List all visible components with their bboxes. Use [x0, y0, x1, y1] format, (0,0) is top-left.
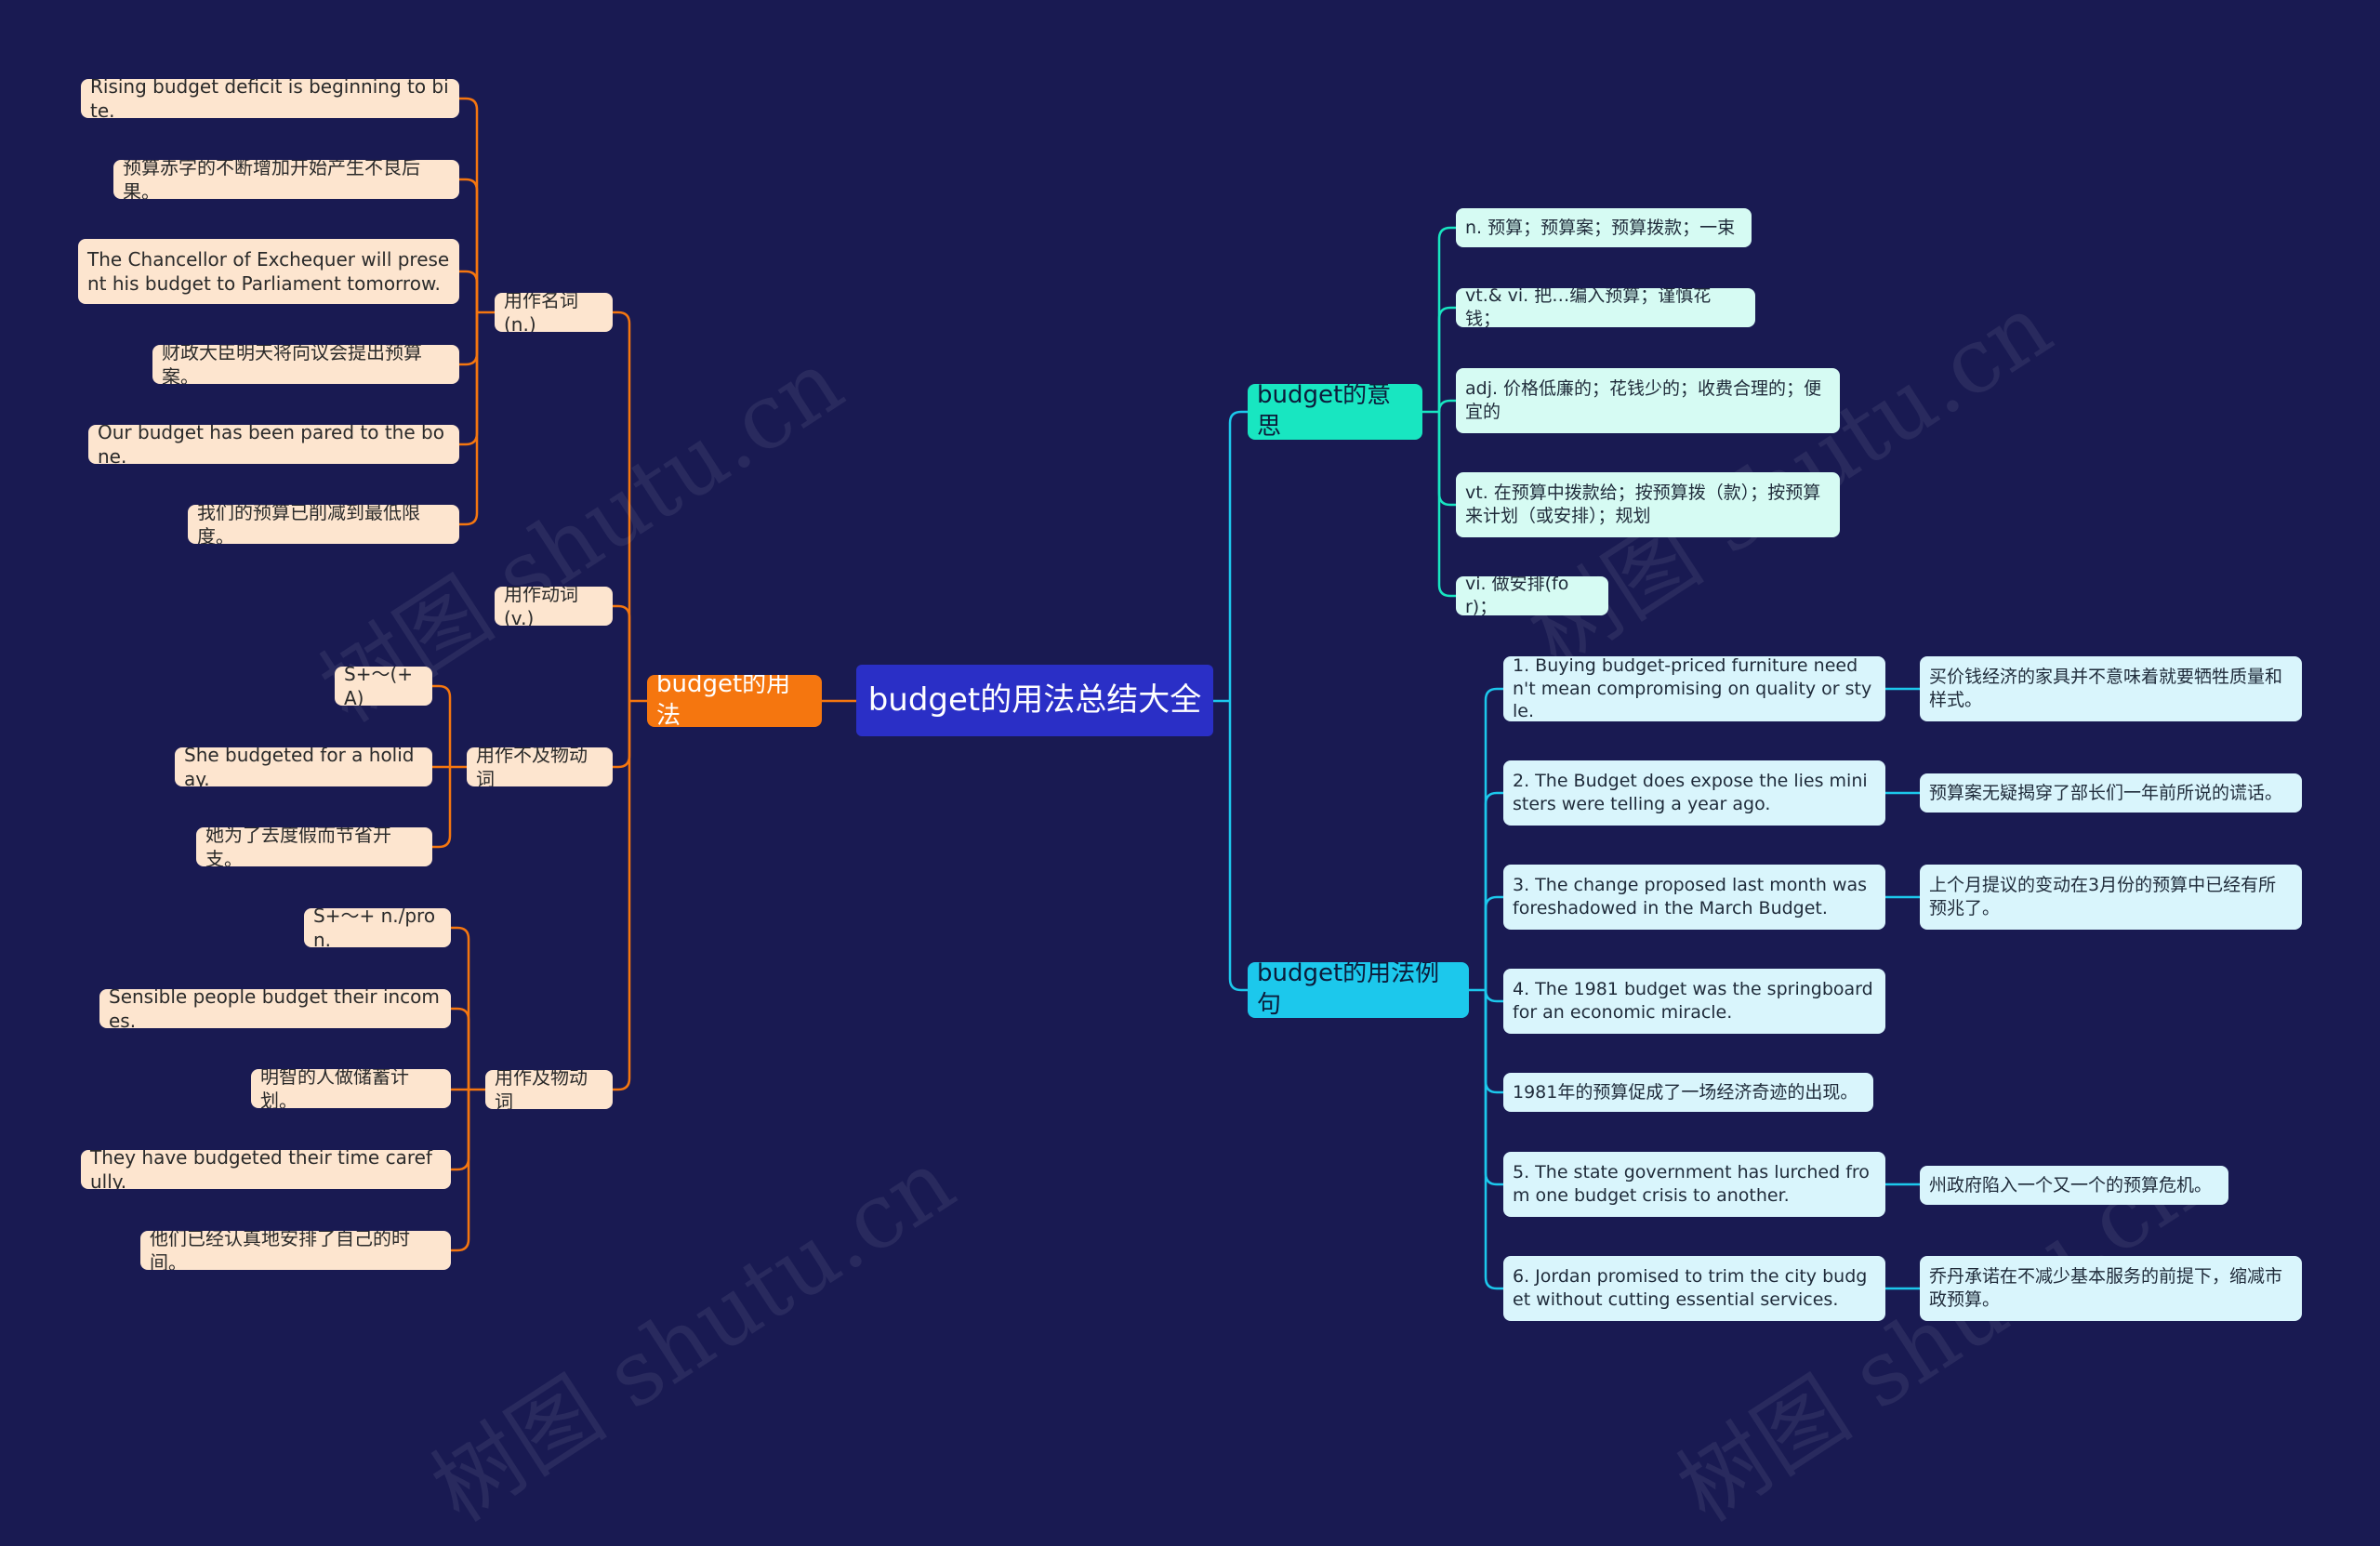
usage-transitive-item: They have budgeted their time carefully.: [81, 1150, 451, 1189]
link-usage-categories: [613, 311, 631, 701]
link-meaning-leaves: [1437, 412, 1456, 507]
meaning-item: vt.& vi. 把…编入预算；谨慎花钱；: [1456, 288, 1755, 327]
link-intransitive-leaves: [432, 684, 452, 767]
example-sentence: 3. The change proposed last month was fo…: [1503, 865, 1885, 930]
link-meaning-leaves: [1437, 306, 1456, 412]
link-meaning-leaves: [1437, 412, 1456, 598]
example-translation: 上个月提议的变动在3月份的预算中已经有所预兆了。: [1920, 865, 2302, 930]
link-example-sentences: [1484, 990, 1503, 1186]
link-meaning-leaves: [1437, 226, 1456, 412]
example-translation: 州政府陷入一个又一个的预算危机。: [1920, 1166, 2228, 1205]
link-root-right: [1228, 701, 1248, 992]
link-noun-leaves: [459, 312, 479, 526]
usage-transitive-item: S+～+ n./pron.: [304, 908, 451, 947]
branch-examples[interactable]: budget的用法例句: [1248, 962, 1469, 1018]
usage-intransitive-item: S+～(+A): [335, 667, 432, 706]
link-noun-leaves: [459, 312, 479, 366]
link-noun-leaves: [459, 178, 479, 312]
example-sentence: 6. Jordan promised to trim the city budg…: [1503, 1256, 1885, 1321]
category-intransitive[interactable]: 用作不及物动词: [467, 747, 613, 786]
usage-transitive-item: 明智的人做储蓄计划。: [251, 1069, 451, 1108]
category-verb[interactable]: 用作动词(v.): [495, 587, 613, 626]
link-example-sentences: [1484, 895, 1503, 990]
link-example-sentences: [1484, 989, 1503, 1003]
link-transitive-leaves: [451, 1090, 470, 1252]
link-example-sentences: [1484, 990, 1503, 1094]
link-example-sentences: [1484, 791, 1503, 990]
link-noun-leaves: [459, 270, 479, 312]
link-example-sentences: [1484, 687, 1503, 990]
link-transitive-leaves: [451, 926, 470, 1090]
example-translation: 乔丹承诺在不减少基本服务的前提下，缩减市政预算。: [1920, 1256, 2302, 1321]
example-sentence: 1981年的预算促成了一场经济奇迹的出现。: [1503, 1073, 1873, 1112]
example-sentence: 5. The state government has lurched from…: [1503, 1152, 1885, 1217]
usage-transitive-item: 他们已经认真地安排了自己的时间。: [140, 1231, 451, 1270]
usage-intransitive-item: She budgeted for a holiday.: [175, 747, 432, 786]
usage-transitive-item: Sensible people budget their incomes.: [99, 989, 451, 1028]
link-meaning-leaves: [1437, 399, 1456, 413]
link-noun-leaves: [459, 312, 479, 446]
example-sentence: 4. The 1981 budget was the springboard f…: [1503, 969, 1885, 1034]
example-sentence: 2. The Budget does expose the lies minis…: [1503, 760, 1885, 826]
root-topic[interactable]: budget的用法总结大全: [856, 665, 1213, 736]
usage-noun-item: 我们的预算已削减到最低限度。: [188, 505, 459, 544]
mind-map-canvas: 树图 shutu.cn 树图 shutu.cn 树图 shutu.cn 树图 s…: [78, 79, 2302, 1541]
usage-noun-item: Our budget has been pared to the bone.: [88, 425, 459, 464]
example-translation: 预算案无疑揭穿了部长们一年前所说的谎话。: [1920, 773, 2302, 813]
usage-noun-item: 预算赤字的不断增加开始产生不良后果。: [113, 160, 459, 199]
usage-noun-item: Rising budget deficit is beginning to bi…: [81, 79, 459, 118]
branch-usage[interactable]: budget的用法: [647, 675, 822, 727]
meaning-item: n. 预算；预算案；预算拨款；一束: [1456, 208, 1752, 247]
usage-noun-item: The Chancellor of Exchequer will present…: [78, 239, 459, 304]
link-intransitive-leaves: [432, 767, 452, 849]
connector-lines: [432, 97, 1920, 1290]
link-example-sentences: [1484, 990, 1503, 1290]
category-transitive[interactable]: 用作及物动词: [485, 1070, 613, 1109]
category-noun[interactable]: 用作名词(n.): [495, 293, 613, 332]
branch-meaning[interactable]: budget的意思: [1248, 384, 1422, 440]
link-root-right: [1228, 410, 1248, 701]
link-noun-leaves: [459, 97, 479, 312]
meaning-item: vt. 在预算中拨款给；按预算拨（款）；按预算来计划（或安排）；规划: [1456, 472, 1840, 537]
link-transitive-leaves: [451, 1090, 470, 1171]
link-usage-categories: [613, 701, 631, 1091]
meaning-item: vi. 做安排(for)；: [1456, 576, 1608, 615]
usage-intransitive-item: 她为了去度假而节省开支。: [196, 827, 432, 866]
link-transitive-leaves: [451, 1007, 470, 1090]
usage-noun-item: 财政大臣明天将向议会提出预算案。: [152, 345, 459, 384]
example-translation: 买价钱经济的家具并不意味着就要牺牲质量和样式。: [1920, 656, 2302, 721]
link-usage-categories: [613, 701, 631, 769]
meaning-item: adj. 价格低廉的；花钱少的；收费合理的；便宜的: [1456, 368, 1840, 433]
link-usage-categories: [613, 604, 631, 701]
example-sentence: 1. Buying budget-priced furniture needn'…: [1503, 656, 1885, 721]
